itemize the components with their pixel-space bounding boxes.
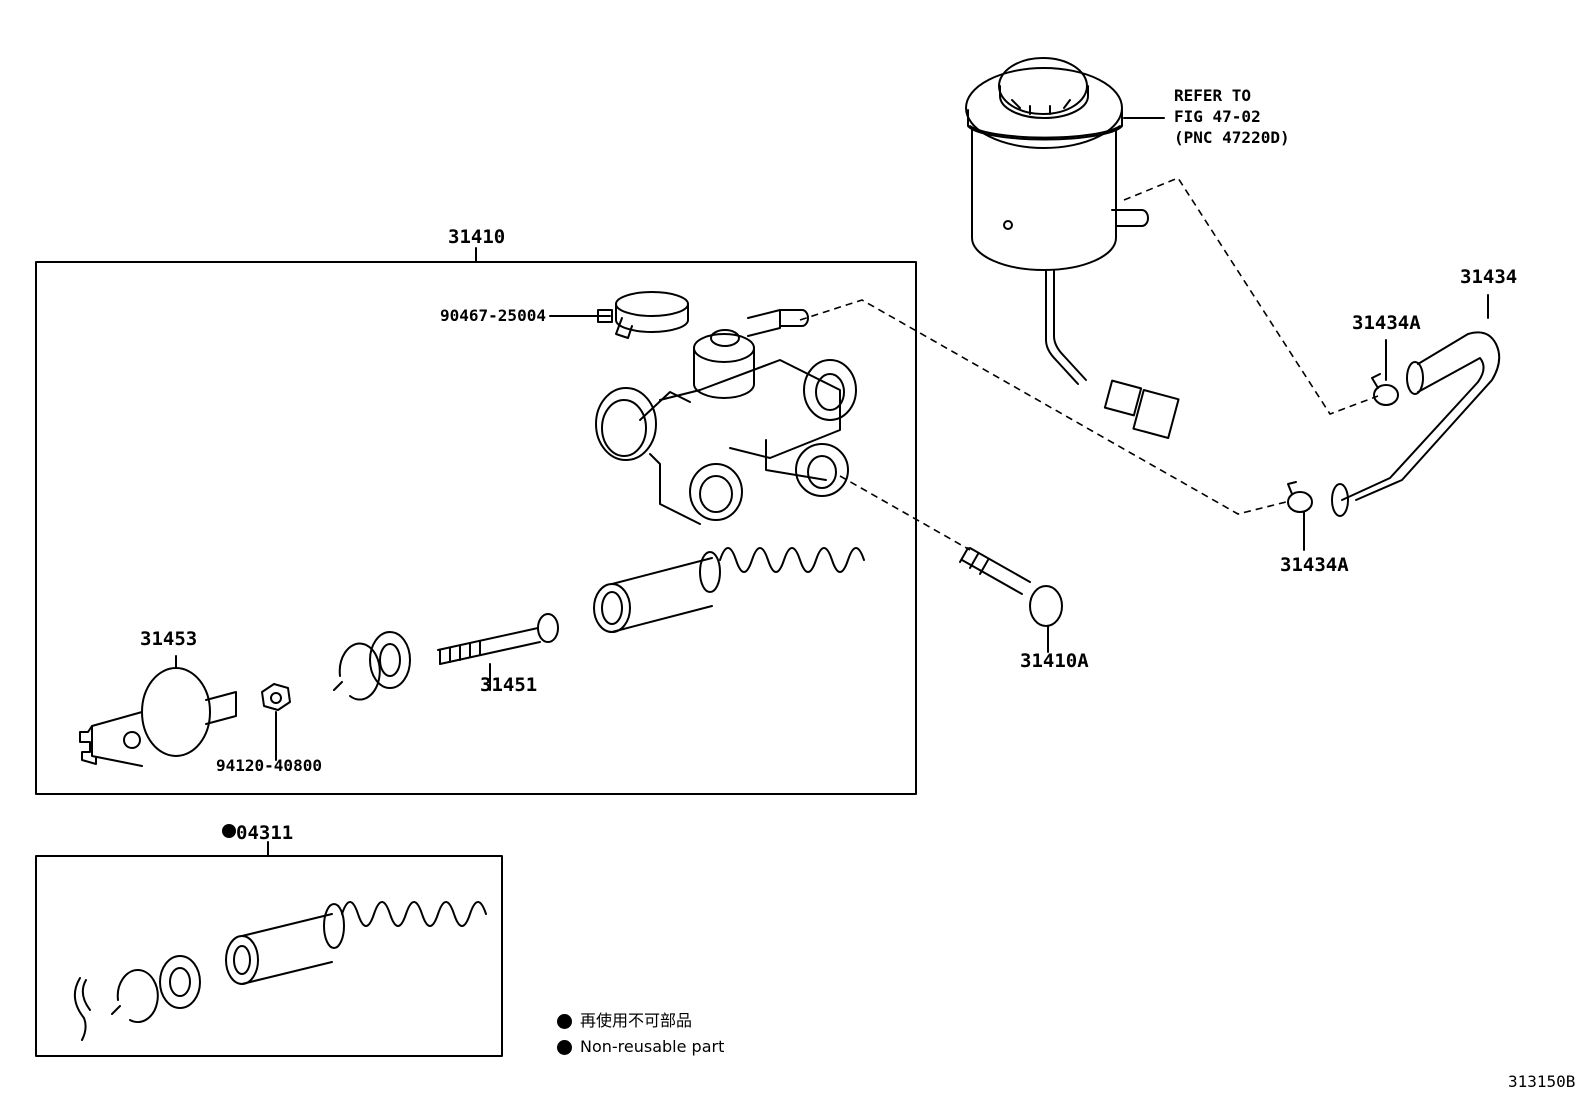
legend-row-jp: 再使用不可部品: [557, 1008, 724, 1034]
refer-line-1: REFER TO: [1174, 86, 1252, 105]
master-cylinder-body: [595, 309, 857, 525]
label-31434: 31434: [1460, 266, 1518, 288]
legend-jp-text: 再使用不可部品: [580, 1011, 693, 1030]
push-rod-31451: [437, 613, 559, 691]
label-04311-text: 04311: [236, 822, 294, 844]
non-reusable-dot-icon: [557, 1039, 572, 1055]
label-31434A-bottom: 31434A: [1280, 554, 1349, 576]
clip-31434A-top: [1371, 339, 1399, 406]
piston-spring-assy: [593, 547, 865, 633]
nut-94120: [261, 683, 291, 761]
hose-31434: [1331, 294, 1501, 517]
label-04311: 04311: [222, 824, 293, 843]
hose-clamp-90467: [549, 291, 689, 339]
label-94120-40800: 94120-40800: [216, 756, 322, 775]
figure-code: 313150B: [1508, 1072, 1576, 1091]
washer: [369, 631, 411, 689]
kit-box-04311: [35, 855, 503, 1057]
label-90467-25004: 90467-25004: [440, 306, 546, 325]
label-31453: 31453: [140, 628, 198, 650]
dashed-line-pin: [839, 475, 971, 551]
pin-31410A: [959, 547, 1063, 653]
label-31451: 31451: [480, 674, 538, 696]
clip-31434A-bottom: [1287, 481, 1313, 551]
reservoir-tank: [965, 57, 1180, 439]
refer-line-3: (PNC 47220D): [1174, 128, 1290, 147]
legend-en-text: Non-reusable part: [580, 1037, 725, 1056]
kit-04311-parts: [73, 901, 487, 1041]
non-reusable-dot-icon: [557, 1013, 572, 1029]
legend: 再使用不可部品 Non-reusable part: [557, 1008, 724, 1060]
legend-row-en: Non-reusable part: [557, 1034, 724, 1060]
refer-line-2: FIG 47-02: [1174, 107, 1261, 126]
reference-note: REFER TO FIG 47-02 (PNC 47220D): [1174, 85, 1290, 148]
snap-ring: [333, 642, 381, 701]
clevis-31453: [79, 655, 237, 767]
label-31434A-top: 31434A: [1352, 312, 1421, 334]
non-reusable-marker-icon: [222, 824, 236, 838]
label-31410A: 31410A: [1020, 650, 1089, 672]
dashed-line-reservoir: [1123, 177, 1379, 415]
dashed-line-hose: [799, 299, 1287, 515]
label-31410: 31410: [448, 226, 506, 248]
assembly-box-31410: [35, 261, 917, 795]
